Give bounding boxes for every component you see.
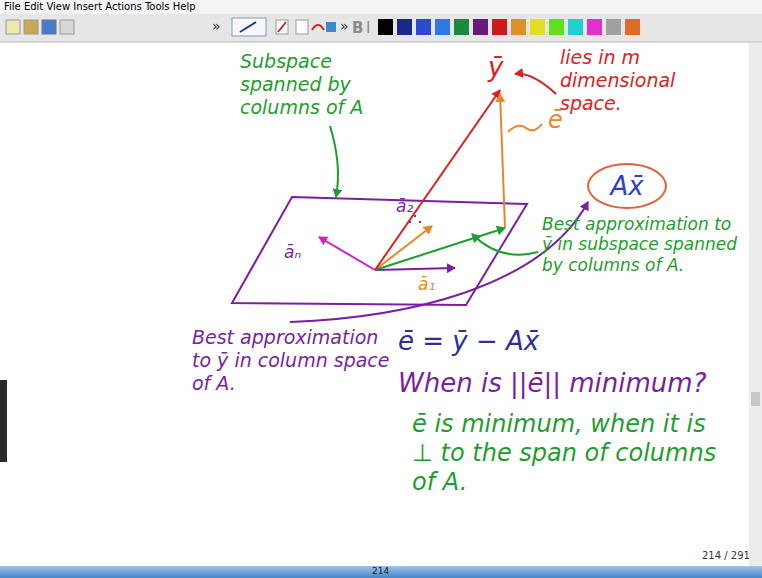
vector-a1	[375, 268, 455, 270]
vector-label: ē	[548, 106, 563, 135]
menu-text: File Edit View Insert Actions Tools Help	[4, 1, 196, 13]
vector-ax	[375, 228, 505, 270]
toolbar-glyph: »	[212, 18, 221, 35]
vector-a2	[375, 226, 432, 270]
subspace-plane	[232, 197, 527, 305]
menu-bar	[0, 0, 762, 14]
statement-text: ē is minimum, when it is ⊥ to the span o…	[412, 410, 732, 496]
note-label: Best approximation to ȳ in column space …	[192, 326, 392, 394]
node-text: Ax̄	[610, 171, 643, 201]
circled-term: Ax̄	[587, 163, 667, 209]
page-number: 214 / 291	[702, 550, 750, 562]
note-label: lies in m dimensional space.	[560, 46, 720, 114]
note-label: Subspace spanned by columns of A	[240, 50, 400, 118]
vector-label: ā₁	[418, 274, 435, 294]
question-text: When is ||ē|| minimum?	[398, 368, 706, 399]
toolbar	[0, 14, 762, 42]
vector-label: āₙ	[284, 242, 301, 262]
status-bar	[0, 566, 762, 578]
toolbar-glyph: B	[352, 19, 363, 37]
vector-label: ā₂	[396, 196, 413, 216]
scrollbar	[749, 43, 762, 566]
note-label: Best approximation to ȳ in subspace span…	[542, 214, 742, 275]
vector-e	[500, 94, 505, 228]
toolbar-icons	[6, 18, 640, 36]
vector-an	[319, 237, 375, 270]
toolbar-glyph: »	[340, 18, 349, 35]
vector-label: ȳ	[488, 52, 503, 83]
page-edge	[0, 380, 7, 462]
leader-line	[508, 124, 542, 132]
leader-line	[330, 126, 338, 197]
leader-line	[472, 234, 538, 255]
status-text: 214	[372, 566, 389, 577]
equation: ē = ȳ − Ax̄	[398, 326, 539, 357]
toolbar-glyph: I	[366, 19, 370, 37]
leader-line	[515, 74, 556, 94]
